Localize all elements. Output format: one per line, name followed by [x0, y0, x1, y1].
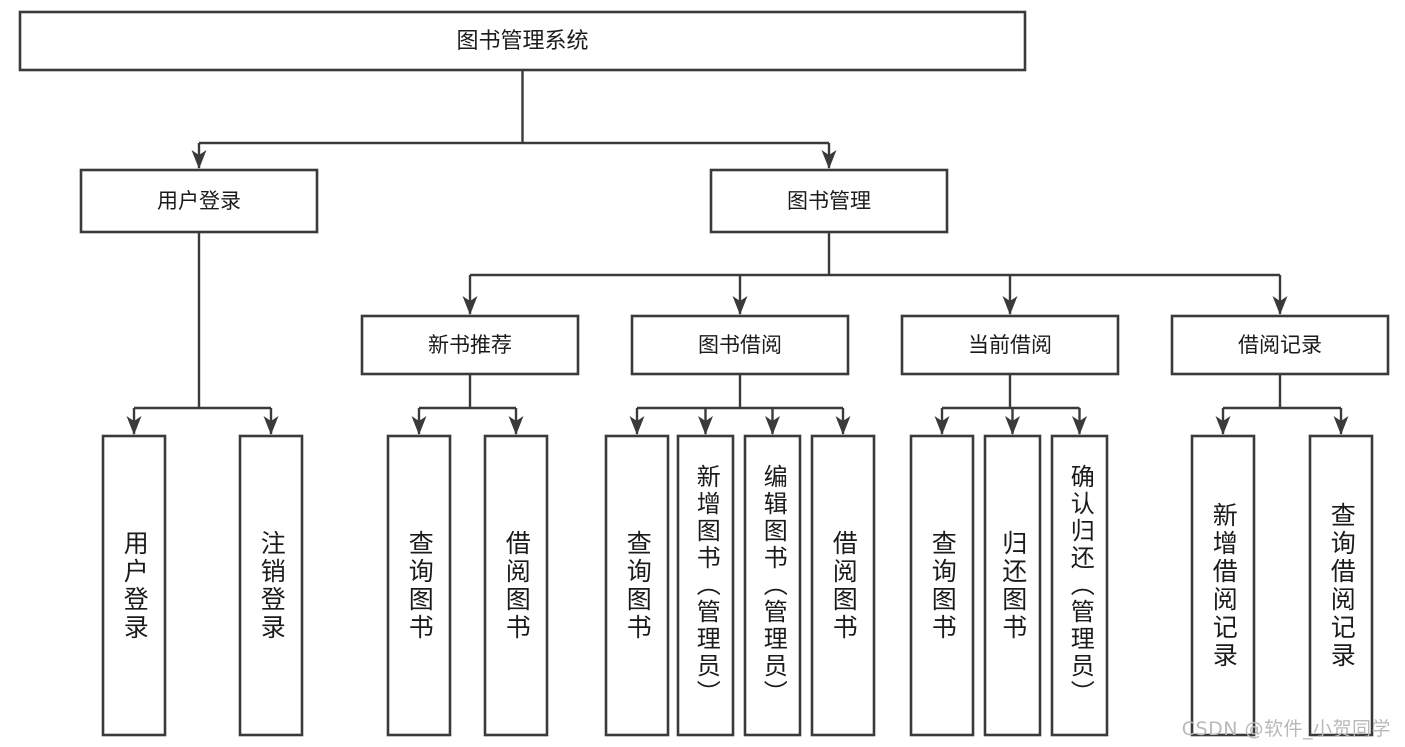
node-label-new-book-rec: 新书推荐: [428, 333, 512, 357]
node-box-new-book-rec[interactable]: [360, 314, 580, 376]
node-leaf-borrow-book-2[interactable]: [810, 434, 876, 737]
node-label-book-borrow: 图书借阅: [698, 333, 782, 357]
arrow-head-to-leaf-book-borrow-1: [698, 416, 713, 435]
node-label-borrow-record: 借阅记录: [1238, 333, 1322, 357]
node-leaf-edit-book[interactable]: [743, 434, 802, 737]
arrow-head-to-leaf-user-login-0: [126, 416, 142, 435]
node-box-user-login[interactable]: [79, 168, 319, 234]
arrow-head-to-leaf-current-borrow-0: [934, 416, 950, 435]
arrow-head-bookmanage-to-l3-2: [1002, 296, 1018, 315]
node-box-leaf-add-record[interactable]: [1190, 434, 1256, 737]
arrow-head-to-leaf-book-borrow-2: [765, 416, 780, 435]
node-box-leaf-edit-book[interactable]: [743, 434, 802, 737]
node-box-leaf-confirm-return[interactable]: [1050, 434, 1109, 737]
node-label-root: 图书管理系统: [456, 29, 588, 54]
node-new-book-rec[interactable]: 新书推荐: [360, 314, 580, 376]
node-root[interactable]: 图书管理系统: [18, 10, 1027, 72]
arrow-head-to-leaf-user-login-1: [263, 416, 279, 435]
arrow-head-to-leaf-book-borrow-0: [629, 416, 645, 435]
node-box-leaf-borrow-book-1[interactable]: [483, 434, 549, 737]
arrow-head-root-to-l2-0: [191, 150, 207, 169]
arrow-head-to-leaf-new-book-rec-0: [411, 416, 427, 435]
arrow-head-to-leaf-borrow-record-0: [1215, 416, 1231, 435]
node-leaf-query-book-3[interactable]: [909, 434, 975, 737]
arrow-head-root-to-l2-1: [821, 150, 837, 169]
arrow-head-bookmanage-to-l3-1: [732, 296, 748, 315]
arrow-head-bookmanage-to-l3-0: [462, 296, 478, 315]
node-box-leaf-logout[interactable]: [238, 434, 304, 737]
arrow-head-to-leaf-new-book-rec-1: [508, 416, 524, 435]
node-user-login[interactable]: 用户登录: [79, 168, 319, 234]
arrow-head-bookmanage-to-l3-3: [1272, 296, 1288, 315]
node-leaf-add-book[interactable]: [676, 434, 735, 737]
arrow-head-to-leaf-borrow-record-1: [1333, 416, 1349, 435]
node-box-current-borrow[interactable]: [900, 314, 1120, 376]
node-box-root[interactable]: [18, 10, 1027, 72]
node-leaf-return-book[interactable]: [983, 434, 1042, 737]
node-leaf-logout[interactable]: [238, 434, 304, 737]
node-current-borrow[interactable]: 当前借阅: [900, 314, 1120, 376]
node-leaf-query-book-2[interactable]: [604, 434, 670, 737]
node-box-leaf-return-book[interactable]: [983, 434, 1042, 737]
node-leaf-user-login[interactable]: [101, 434, 167, 737]
node-box-leaf-query-book-1[interactable]: [386, 434, 452, 737]
arrow-head-to-leaf-book-borrow-3: [835, 416, 851, 435]
node-box-leaf-add-book[interactable]: [676, 434, 735, 737]
node-label-current-borrow: 当前借阅: [968, 333, 1052, 357]
node-box-leaf-query-record[interactable]: [1308, 434, 1374, 737]
node-leaf-borrow-book-1[interactable]: [483, 434, 549, 737]
node-leaf-query-record[interactable]: [1308, 434, 1374, 737]
watermark-text: CSDN @软件_小贺同学: [1181, 718, 1391, 740]
node-box-leaf-query-book-2[interactable]: [604, 434, 670, 737]
node-box-book-manage[interactable]: [709, 168, 949, 234]
node-leaf-add-record[interactable]: [1190, 434, 1256, 737]
node-leaf-query-book-1[interactable]: [386, 434, 452, 737]
node-label-user-login: 用户登录: [157, 189, 241, 213]
node-label-book-manage: 图书管理: [787, 189, 871, 213]
node-borrow-record[interactable]: 借阅记录: [1170, 314, 1390, 376]
arrow-head-to-leaf-current-borrow-1: [1005, 416, 1020, 435]
node-box-leaf-borrow-book-2[interactable]: [810, 434, 876, 737]
arrow-head-to-leaf-current-borrow-2: [1072, 416, 1087, 435]
node-book-borrow[interactable]: 图书借阅: [630, 314, 850, 376]
node-box-leaf-user-login[interactable]: [101, 434, 167, 737]
node-book-manage[interactable]: 图书管理: [709, 168, 949, 234]
connector-lines-group: [126, 70, 1349, 435]
node-box-borrow-record[interactable]: [1170, 314, 1390, 376]
node-box-book-borrow[interactable]: [630, 314, 850, 376]
node-leaf-confirm-return[interactable]: [1050, 434, 1109, 737]
node-box-leaf-query-book-3[interactable]: [909, 434, 975, 737]
